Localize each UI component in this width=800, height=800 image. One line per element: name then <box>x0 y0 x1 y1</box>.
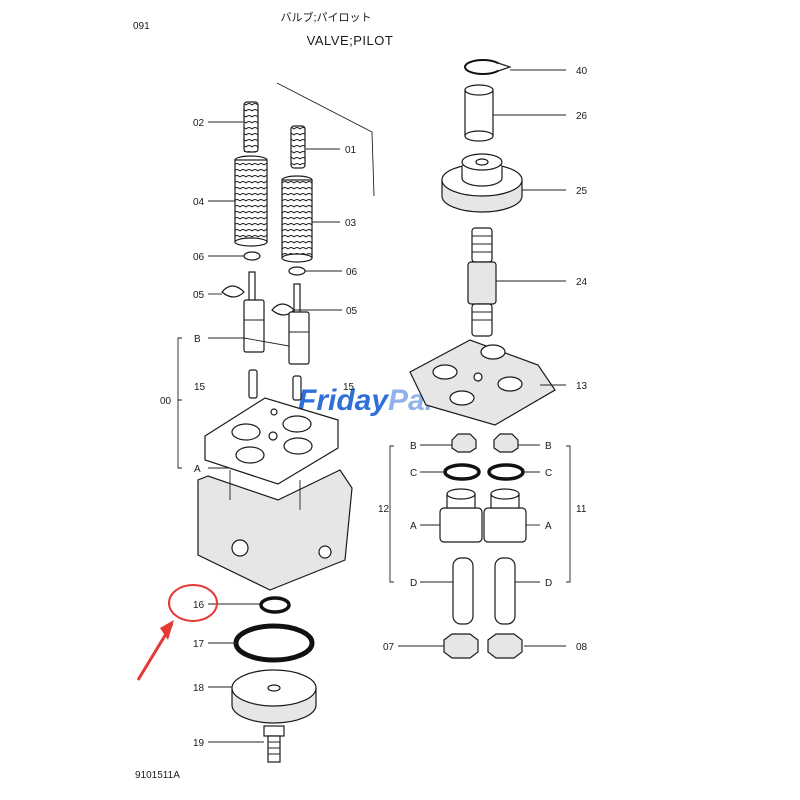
plunger-15-left <box>248 369 258 399</box>
callout-05-right: 05 <box>346 306 358 317</box>
callout-19: 19 <box>193 738 205 749</box>
spring-03 <box>281 175 313 263</box>
callout-26: 26 <box>576 111 588 122</box>
callout-15-right: 15 <box>343 382 355 393</box>
nut-07 <box>443 633 479 659</box>
callout-c-right-2: C <box>545 468 552 479</box>
callout-06-right: 06 <box>346 267 358 278</box>
callout-01: 01 <box>345 145 357 156</box>
clip-05-left <box>221 285 245 298</box>
callout-c-right-1: C <box>410 468 417 479</box>
callout-18: 18 <box>193 683 205 694</box>
callout-a-right-1: A <box>410 521 417 532</box>
watermark-part-a: Friday <box>298 384 389 417</box>
callout-b-right-2: B <box>545 441 552 452</box>
callout-d-right-2: D <box>545 578 552 589</box>
joint-24 <box>467 227 497 337</box>
callout-b-right-1: B <box>410 441 417 452</box>
callout-40: 40 <box>576 66 588 77</box>
washer-06-left <box>243 251 261 261</box>
callout-24: 24 <box>576 277 588 288</box>
callout-b-left: B <box>194 334 201 345</box>
nut-08 <box>487 633 523 659</box>
plate-13 <box>409 339 556 426</box>
title-japanese: バルブ;パイロット <box>280 10 371 24</box>
drawing-code: 9101511A <box>135 770 180 781</box>
plunger-15-right <box>292 375 302 401</box>
callout-12: 12 <box>378 504 390 515</box>
callout-16: 16 <box>193 600 205 611</box>
callout-05-left: 05 <box>193 290 205 301</box>
callout-03: 03 <box>345 218 357 229</box>
plate-18 <box>231 669 317 724</box>
callout-25: 25 <box>576 186 588 197</box>
spring-02 <box>243 101 259 153</box>
o-ring-c-left <box>443 463 481 481</box>
callout-15-left: 15 <box>194 382 206 393</box>
callout-06-left: 06 <box>193 252 205 263</box>
spring-01 <box>290 125 306 169</box>
callout-a-right-2: A <box>545 521 552 532</box>
highlight-arrow-head <box>160 620 174 640</box>
cam-25 <box>441 153 523 213</box>
callout-04: 04 <box>193 197 205 208</box>
callout-11: 11 <box>576 504 587 515</box>
piston-d-left <box>452 557 474 625</box>
o-ring-16 <box>259 596 291 614</box>
sleeve-26 <box>464 84 494 142</box>
seat-b-right <box>493 433 519 453</box>
leader-lines <box>177 69 571 743</box>
callout-d-right-1: D <box>410 578 417 589</box>
bushing-a-left <box>439 488 483 543</box>
callout-13: 13 <box>576 381 588 392</box>
o-ring-17 <box>233 623 315 663</box>
valve-housing <box>197 397 353 591</box>
callout-a-left: A <box>194 464 201 475</box>
seat-b-left <box>451 433 477 453</box>
highlight-circle <box>168 584 218 622</box>
title-english: VALVE;PILOT <box>307 33 394 48</box>
callout-07: 07 <box>383 642 395 653</box>
washer-06-right <box>288 266 306 276</box>
callout-08: 08 <box>576 642 588 653</box>
pusher-spool-right <box>288 283 310 365</box>
page-code: 091 <box>133 21 150 32</box>
bolt-19 <box>263 725 285 763</box>
clamp-40 <box>464 59 512 75</box>
callout-00: 00 <box>160 396 172 407</box>
highlight-marker <box>136 584 218 681</box>
piston-d-right <box>494 557 516 625</box>
o-ring-c-right <box>487 463 525 481</box>
spring-04 <box>234 155 268 247</box>
assembly-guide-line <box>276 82 375 197</box>
bushing-a-right <box>483 488 527 543</box>
callout-17: 17 <box>193 639 205 650</box>
callout-02: 02 <box>193 118 205 129</box>
